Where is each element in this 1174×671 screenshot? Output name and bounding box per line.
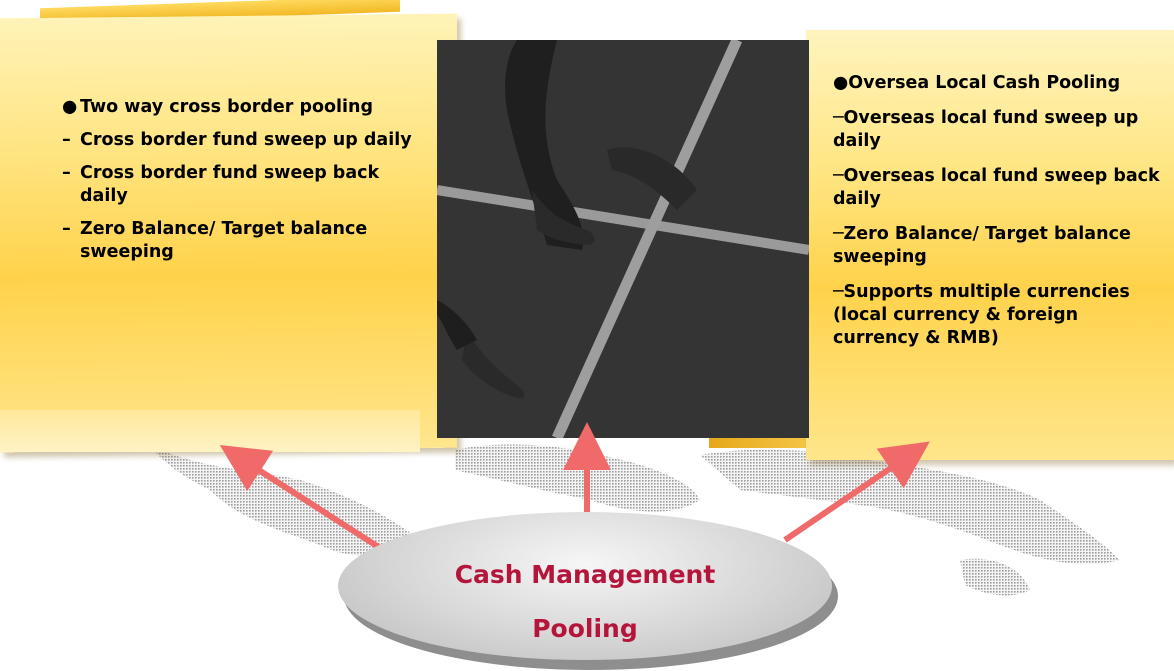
list-item-text: Overseas local fund sweep back daily <box>833 166 1160 209</box>
left-bullet-list: ● Two way cross border pooling – Cross b… <box>62 96 432 274</box>
bullet-dot-icon: ● <box>833 73 849 93</box>
list-item-text: Overseas local fund sweep up daily <box>833 108 1139 151</box>
list-item: ●Oversea Local Cash Pooling <box>833 72 1163 95</box>
right-info-panel <box>806 30 1174 460</box>
list-item-text: Two way cross border pooling <box>80 97 374 117</box>
list-item-text: Zero Balance/ Target balance sweeping <box>80 219 368 262</box>
list-item: ─Supports multiple currencies (local cur… <box>833 281 1163 350</box>
dash-marker-icon: ─ <box>833 224 844 244</box>
track-lines-graphic <box>437 40 809 438</box>
list-item-text: Zero Balance/ Target balance sweeping <box>833 224 1131 267</box>
list-item-text: Supports multiple currencies (local curr… <box>833 282 1130 348</box>
right-bullet-list: ●Oversea Local Cash Pooling ─Overseas lo… <box>833 72 1163 362</box>
list-item: ─Zero Balance/ Target balance sweeping <box>833 223 1163 269</box>
dash-marker-icon: – <box>62 163 71 183</box>
bullet-dot-icon: ● <box>62 97 78 117</box>
list-item-text: Oversea Local Cash Pooling <box>848 73 1121 93</box>
center-title-line1: Cash Management <box>454 560 716 589</box>
list-item: – Zero Balance/ Target balance sweeping <box>62 218 432 264</box>
sprinter-start-photo <box>437 40 809 438</box>
dash-marker-icon: ─ <box>833 166 844 186</box>
dash-marker-icon: – <box>62 219 71 239</box>
arrow-to-left-panel <box>219 445 382 551</box>
list-item: ─Overseas local fund sweep up daily <box>833 107 1163 153</box>
arrow-to-right-panel <box>783 441 930 543</box>
ellipse-body: Cash Management Pooling <box>338 512 832 660</box>
list-item: – Cross border fund sweep back daily <box>62 162 432 208</box>
dash-marker-icon: ─ <box>833 108 844 128</box>
list-item: – Cross border fund sweep up daily <box>62 129 432 152</box>
dash-marker-icon: – <box>62 130 71 150</box>
cash-management-pooling-node: Cash Management Pooling <box>338 512 838 670</box>
list-item: ─Overseas local fund sweep back daily <box>833 165 1163 211</box>
list-item-text: Cross border fund sweep up daily <box>80 130 412 150</box>
dash-marker-icon: ─ <box>833 282 844 302</box>
list-item: ● Two way cross border pooling <box>62 96 432 119</box>
center-title-line2: Pooling <box>532 614 638 643</box>
list-item-text: Cross border fund sweep back daily <box>80 163 380 206</box>
left-panel-fold <box>0 410 420 452</box>
